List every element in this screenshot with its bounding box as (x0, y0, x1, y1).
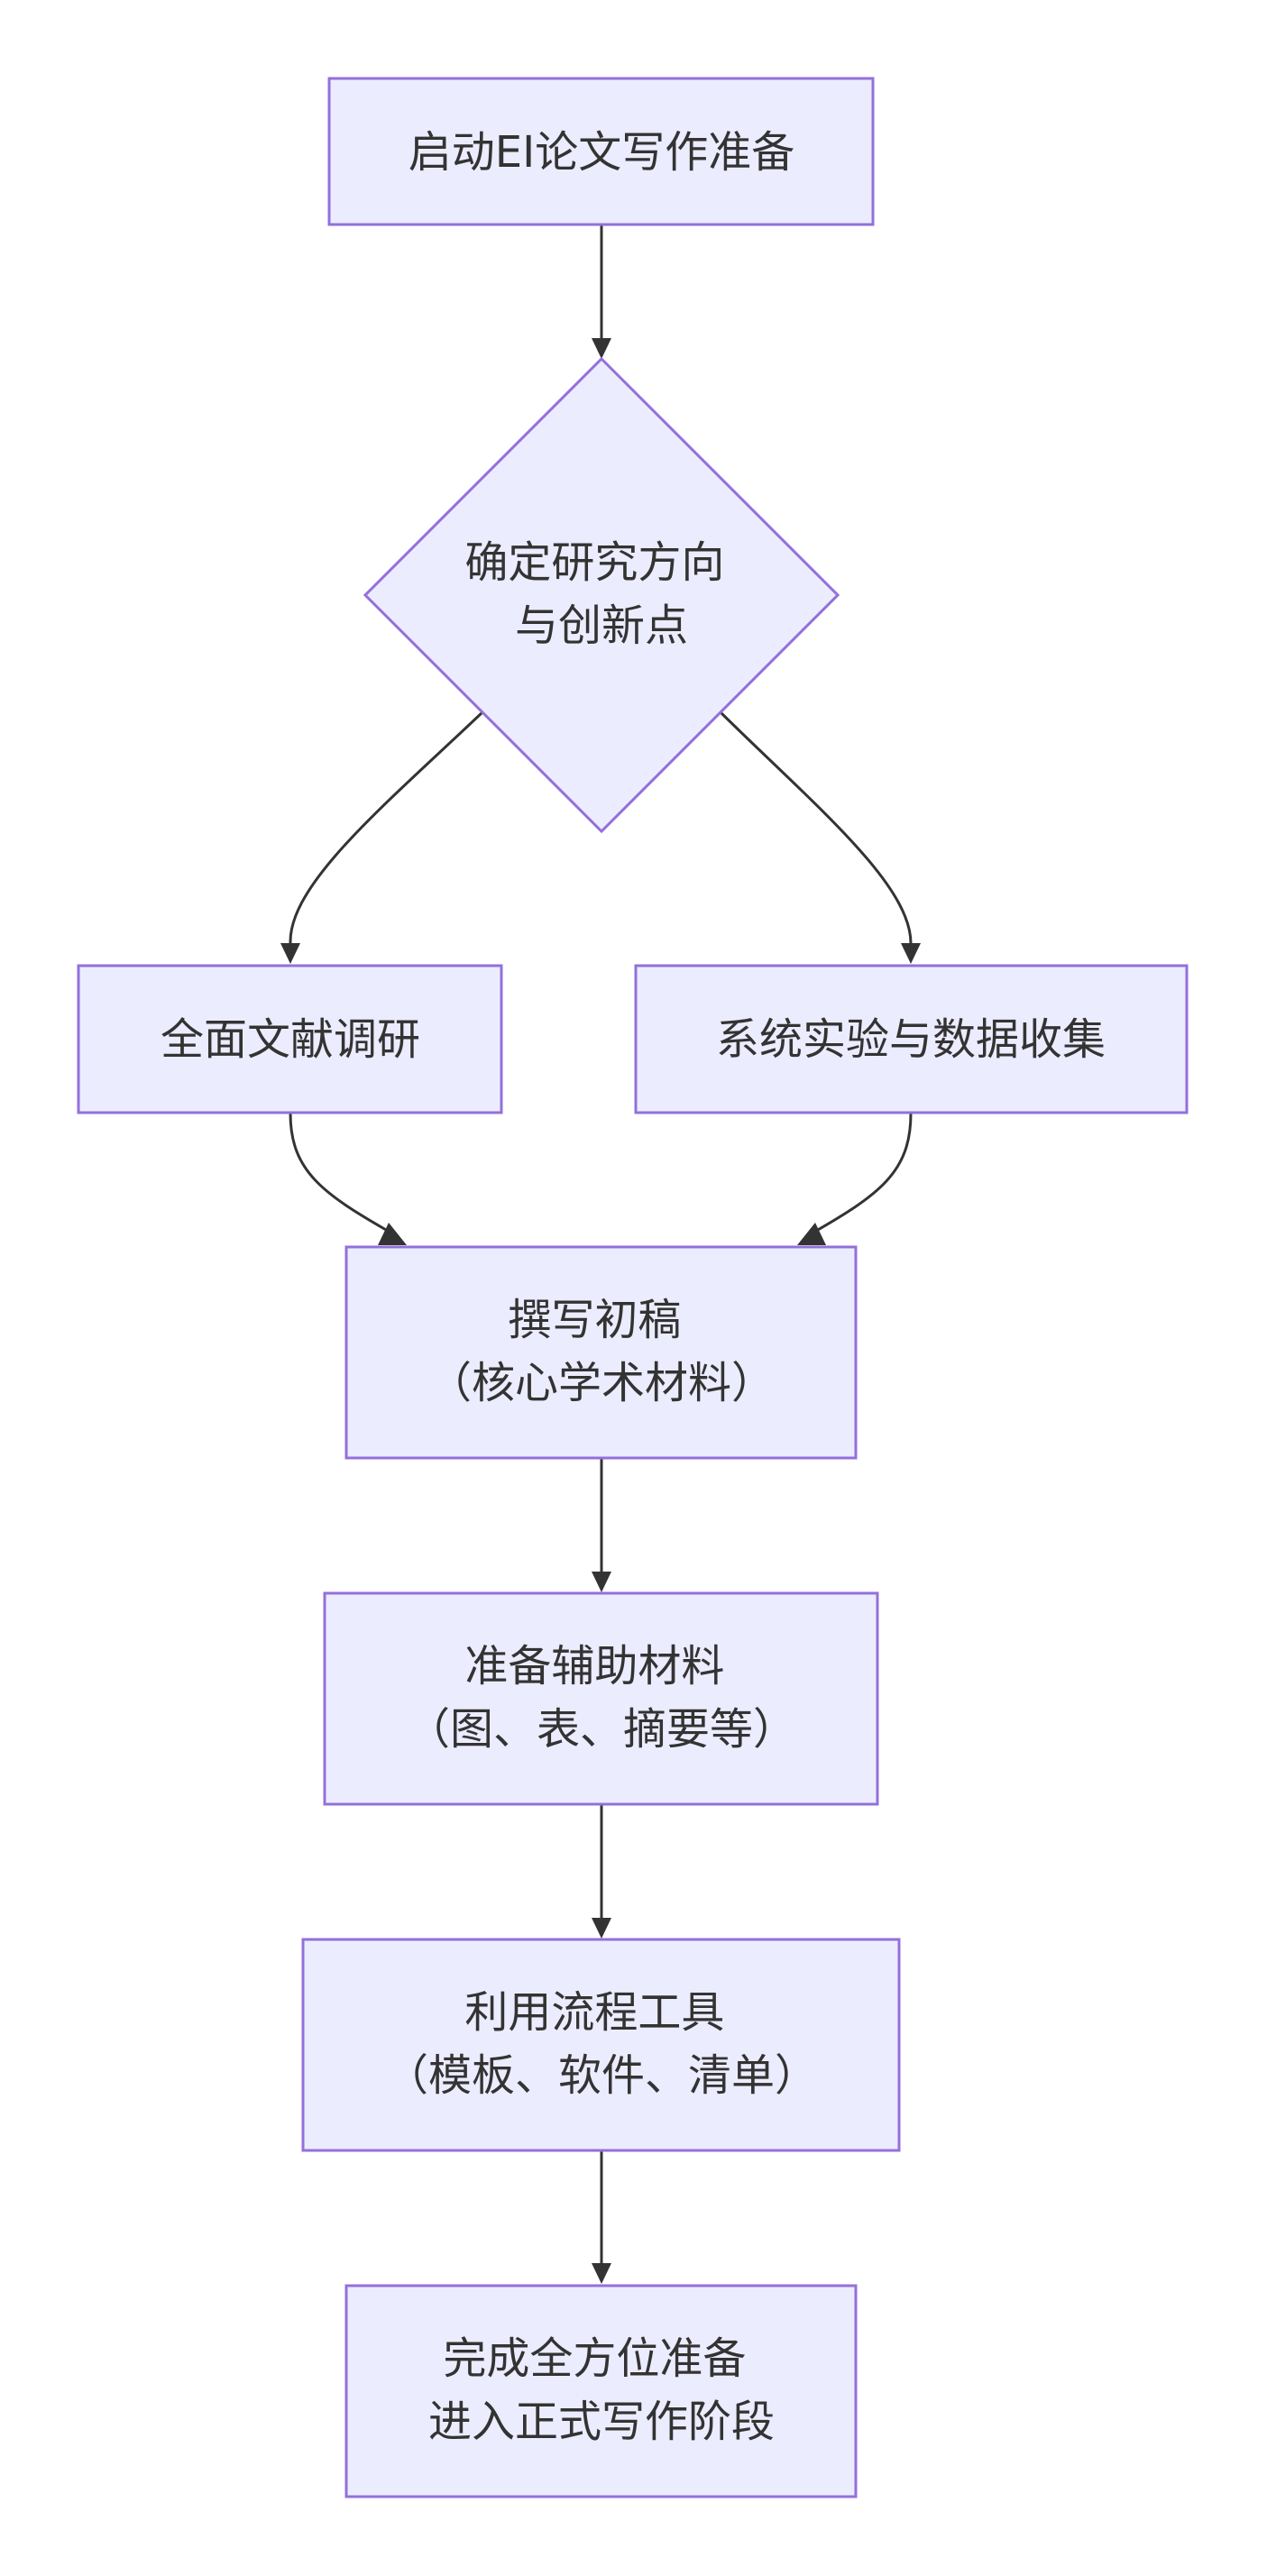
node-draft-label: 撰写初稿 （核心学术材料） (428, 1295, 775, 1408)
node-literature-review-label: 全面文献调研 (161, 1014, 420, 1065)
node-draft[interactable]: 撰写初稿 （核心学术材料） (344, 1245, 858, 1460)
arrowhead-icon (280, 943, 300, 964)
arrowhead-icon (378, 1223, 407, 1245)
arrowhead-icon (797, 1223, 826, 1245)
arrowhead-icon (592, 338, 611, 359)
edge-direction-to-literature (289, 710, 485, 944)
node-literature-review[interactable]: 全面文献调研 (77, 964, 503, 1114)
node-experiment[interactable]: 系统实验与数据收集 (634, 964, 1189, 1114)
arrowhead-icon (901, 943, 921, 964)
node-process-tools-label: 利用流程工具 （模板、软件、清单） (385, 1987, 818, 2101)
node-auxiliary-materials-label: 准备辅助材料 （图、表、摘要等） (407, 1641, 796, 1755)
node-start-label: 启动EI论文写作准备 (409, 127, 795, 178)
node-process-tools[interactable]: 利用流程工具 （模板、软件、清单） (301, 1938, 901, 2152)
arrowhead-icon (592, 1572, 611, 1592)
node-start[interactable]: 启动EI论文写作准备 (327, 77, 875, 226)
node-research-direction[interactable]: 确定研究方向 与创新点 (363, 356, 840, 834)
node-finish[interactable]: 完成全方位准备 进入正式写作阶段 (344, 2284, 858, 2498)
arrowhead-icon (592, 2263, 611, 2284)
edge-literature-to-draft (289, 1113, 393, 1235)
node-experiment-label: 系统实验与数据收集 (716, 1014, 1106, 1065)
arrowhead-icon (592, 1918, 611, 1939)
edge-experiment-to-draft (811, 1113, 913, 1235)
node-finish-label: 完成全方位准备 进入正式写作阶段 (428, 2333, 775, 2447)
edge-direction-to-experiment (718, 710, 913, 944)
node-auxiliary-materials[interactable]: 准备辅助材料 （图、表、摘要等） (323, 1591, 879, 1806)
edges (280, 225, 921, 2284)
node-research-direction-label: 确定研究方向 与创新点 (464, 537, 738, 651)
